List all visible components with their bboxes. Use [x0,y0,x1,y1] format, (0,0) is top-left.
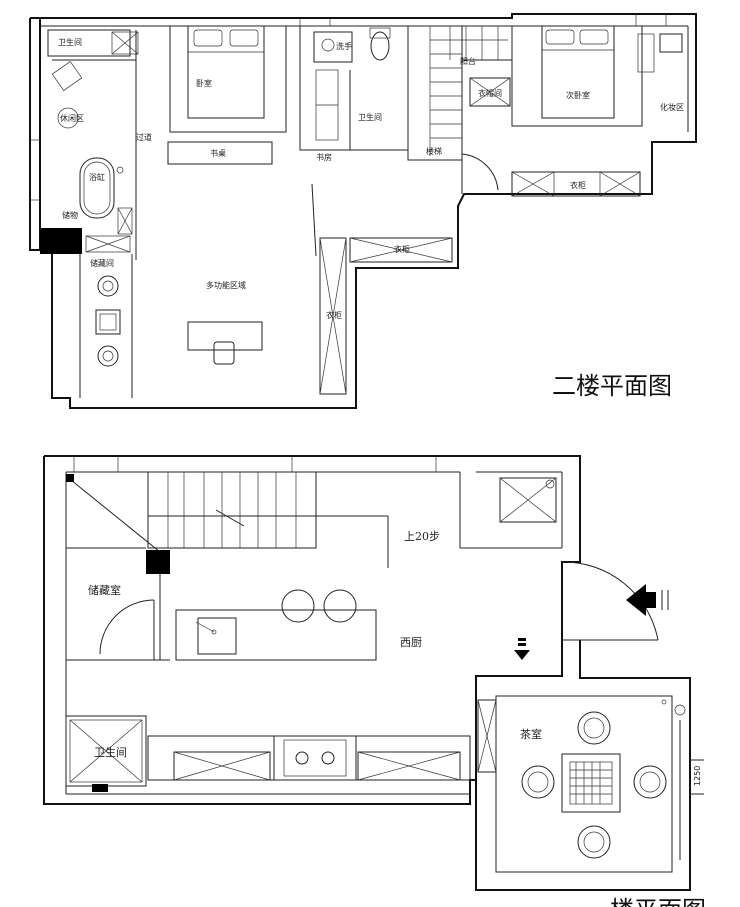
entrance-arrow-icon [626,584,656,616]
upper-wash-counter [47,29,131,57]
ground-entry-door-arc [561,561,659,641]
ground-bar-stool-1 [281,589,315,623]
label-bathroom: 卫生间 [94,745,127,759]
label-stair: 楼梯 [426,146,442,156]
ground-tea-room-wall [495,695,673,873]
upper-bed-right [541,25,615,119]
upper-toilet [370,31,390,61]
ground-shaft-box [499,477,557,523]
ground-tea-stool-right [633,765,667,799]
label-tub: 浴缸 [89,172,105,182]
upper-wardrobe-right [511,171,641,197]
upper-column [40,228,82,254]
upper-wardrobe-center [349,237,453,263]
upper-cabinet-box [111,31,139,55]
label-rack: 衣柜 [326,310,342,320]
ground-tea-stool-bottom [577,825,611,859]
down-arrow-icon [514,650,530,660]
label-dimension: 1250 [693,766,702,786]
label-study: 书房 [316,152,332,162]
upper-armchair [51,61,83,91]
upper-chair [213,341,235,365]
ground-island-sink [197,617,237,655]
label-cabinet: 储物 [62,210,78,220]
label-bedroom-left: 卧室 [196,78,212,88]
upper-desk [167,141,273,165]
ground-tea-stool-left [521,765,555,799]
ground-outer-wall [44,455,691,891]
ground-floor-plan [43,455,704,891]
upper-floor-labels: 卫生间 休闲区 浴缸 储物 储藏间 卧室 书桌 洗手 卫生间 楼梯 衣帽间 次卧… [58,37,684,320]
ground-stairs [147,471,317,549]
upper-bedroom-left-wall [169,25,287,133]
label-desk: 书桌 [210,148,226,158]
ground-tea-stool-top [577,711,611,745]
ground-stove [273,735,357,781]
label-balcony: 阳台 [460,56,476,66]
ground-floor-title: 一楼平面图 [586,896,706,907]
upper-wardrobe-vertical [319,237,347,395]
upper-square-drain [95,309,121,335]
upper-round-drain-1 [97,275,119,297]
label-corridor: 过道 [136,132,152,142]
label-storage: 储藏室 [88,583,121,597]
label-tea-room: 茶室 [520,727,542,741]
ground-kitchen-island [175,609,377,661]
label-kitchen: 西厨 [400,636,422,649]
upper-stairs [407,25,463,161]
label-pantry: 储藏间 [90,258,114,268]
upper-sink [313,31,353,63]
ground-column [146,550,170,574]
label-bath-left: 卫生间 [58,37,82,47]
ground-bar-stool-2 [323,589,357,623]
label-wardrobe-right: 衣柜 [570,180,586,190]
upper-stair-treads [430,26,508,139]
label-bedroom-right: 次卧室 [566,90,590,100]
label-leisure: 休闲区 [60,113,84,123]
upper-floor-plan [29,13,697,409]
ground-storage-door-arc [99,599,155,655]
upper-stool [57,107,79,129]
upper-bedroom-right-wall [511,25,643,127]
label-makeup: 化妆区 [660,102,684,112]
upper-center-table [187,321,263,351]
label-wardrobe-center: 衣柜 [394,244,410,254]
ground-floor-labels: 储藏室 西厨 上20步 茶室 卫生间 1250 [88,530,702,786]
label-hall: 多功能区域 [206,280,246,290]
upper-bed-left [187,25,265,119]
upper-outer-wall-left [29,18,40,251]
label-bath-center: 卫生间 [358,112,382,122]
upper-closet-box [469,77,511,107]
upper-round-drain-2 [97,345,119,367]
label-closet: 衣帽间 [478,88,502,98]
ground-tea-table [561,753,621,813]
upper-outer-wall [30,13,697,409]
label-lavatory: 洗手 [336,41,352,51]
ground-stair-treads [167,472,297,548]
upper-bathtub [79,157,115,219]
upper-floor-title: 二楼平面图 [552,372,672,400]
label-stairs-note: 上20步 [404,530,440,543]
upper-door-arc [461,153,499,191]
